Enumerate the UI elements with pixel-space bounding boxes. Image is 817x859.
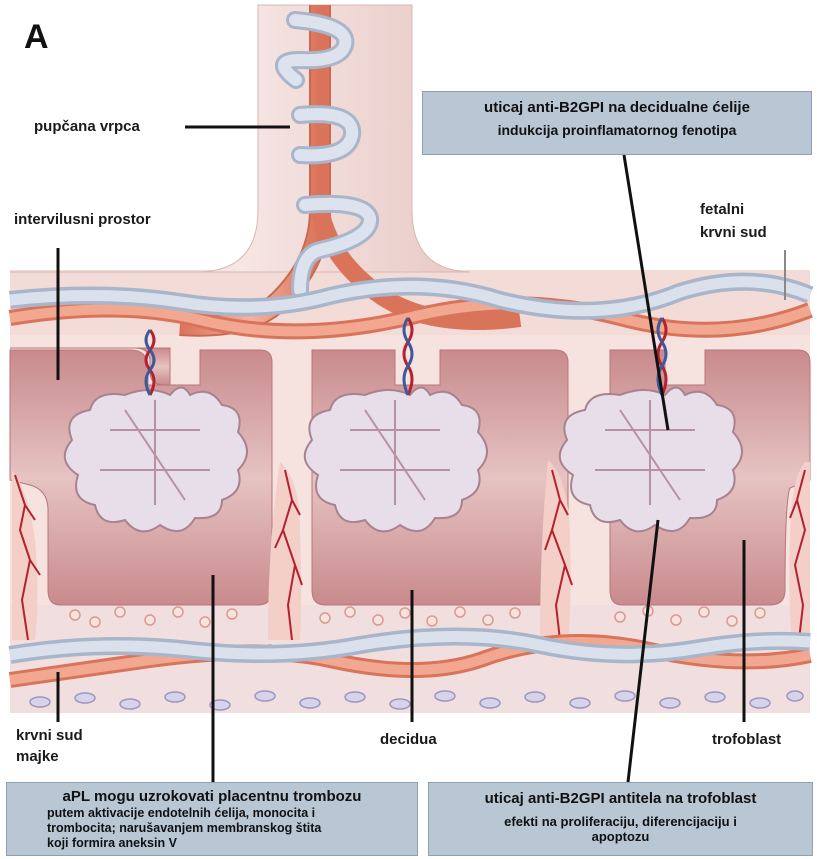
label-maternal-vessel-line2: majke: [16, 747, 83, 766]
label-trophoblast: trofoblast: [712, 730, 781, 749]
thrombosis-box-line2: trombocita; narušavanjem membranskog šti…: [7, 821, 417, 836]
thrombosis-box-title: aPL mogu uzrokovati placentnu trombozu: [7, 787, 417, 806]
label-fetal-vessel-line1: fetalni: [700, 200, 767, 219]
decidual-box-subtitle: indukcija proinflamatornog fenotipa: [423, 121, 811, 140]
trophoblast-box-line2: apoptozu: [429, 829, 812, 844]
decidual-box-title: uticaj anti-B2GPI na decidualne ćelije: [423, 98, 811, 117]
villous-trees: [65, 388, 742, 532]
label-intervillous-space: intervilusni prostor: [14, 210, 151, 229]
trophoblast-effect-box: uticaj anti-B2GPI antitela na trofoblast…: [428, 782, 813, 856]
thrombosis-box-line3: koji formira aneksin V: [7, 836, 417, 851]
label-umbilical-cord: pupčana vrpca: [34, 117, 140, 136]
label-maternal-vessel: krvni sud majke: [16, 726, 83, 766]
decidual-effect-box: uticaj anti-B2GPI na decidualne ćelije i…: [422, 91, 812, 155]
panel-letter: A: [24, 18, 49, 57]
label-fetal-vessel-line2: krvni sud: [700, 223, 767, 242]
trophoblast-box-line1: efekti na proliferaciju, diferencijaciju…: [429, 814, 812, 829]
label-fetal-vessel: fetalni krvni sud: [700, 200, 767, 242]
label-maternal-vessel-line1: krvni sud: [16, 726, 83, 745]
label-decidua: decidua: [380, 730, 437, 749]
thrombosis-box: aPL mogu uzrokovati placentnu trombozu p…: [6, 782, 418, 856]
trophoblast-box-title: uticaj anti-B2GPI antitela na trofoblast: [429, 789, 812, 808]
thrombosis-box-line1: putem aktivacije endotelnih ćelija, mono…: [7, 806, 417, 821]
